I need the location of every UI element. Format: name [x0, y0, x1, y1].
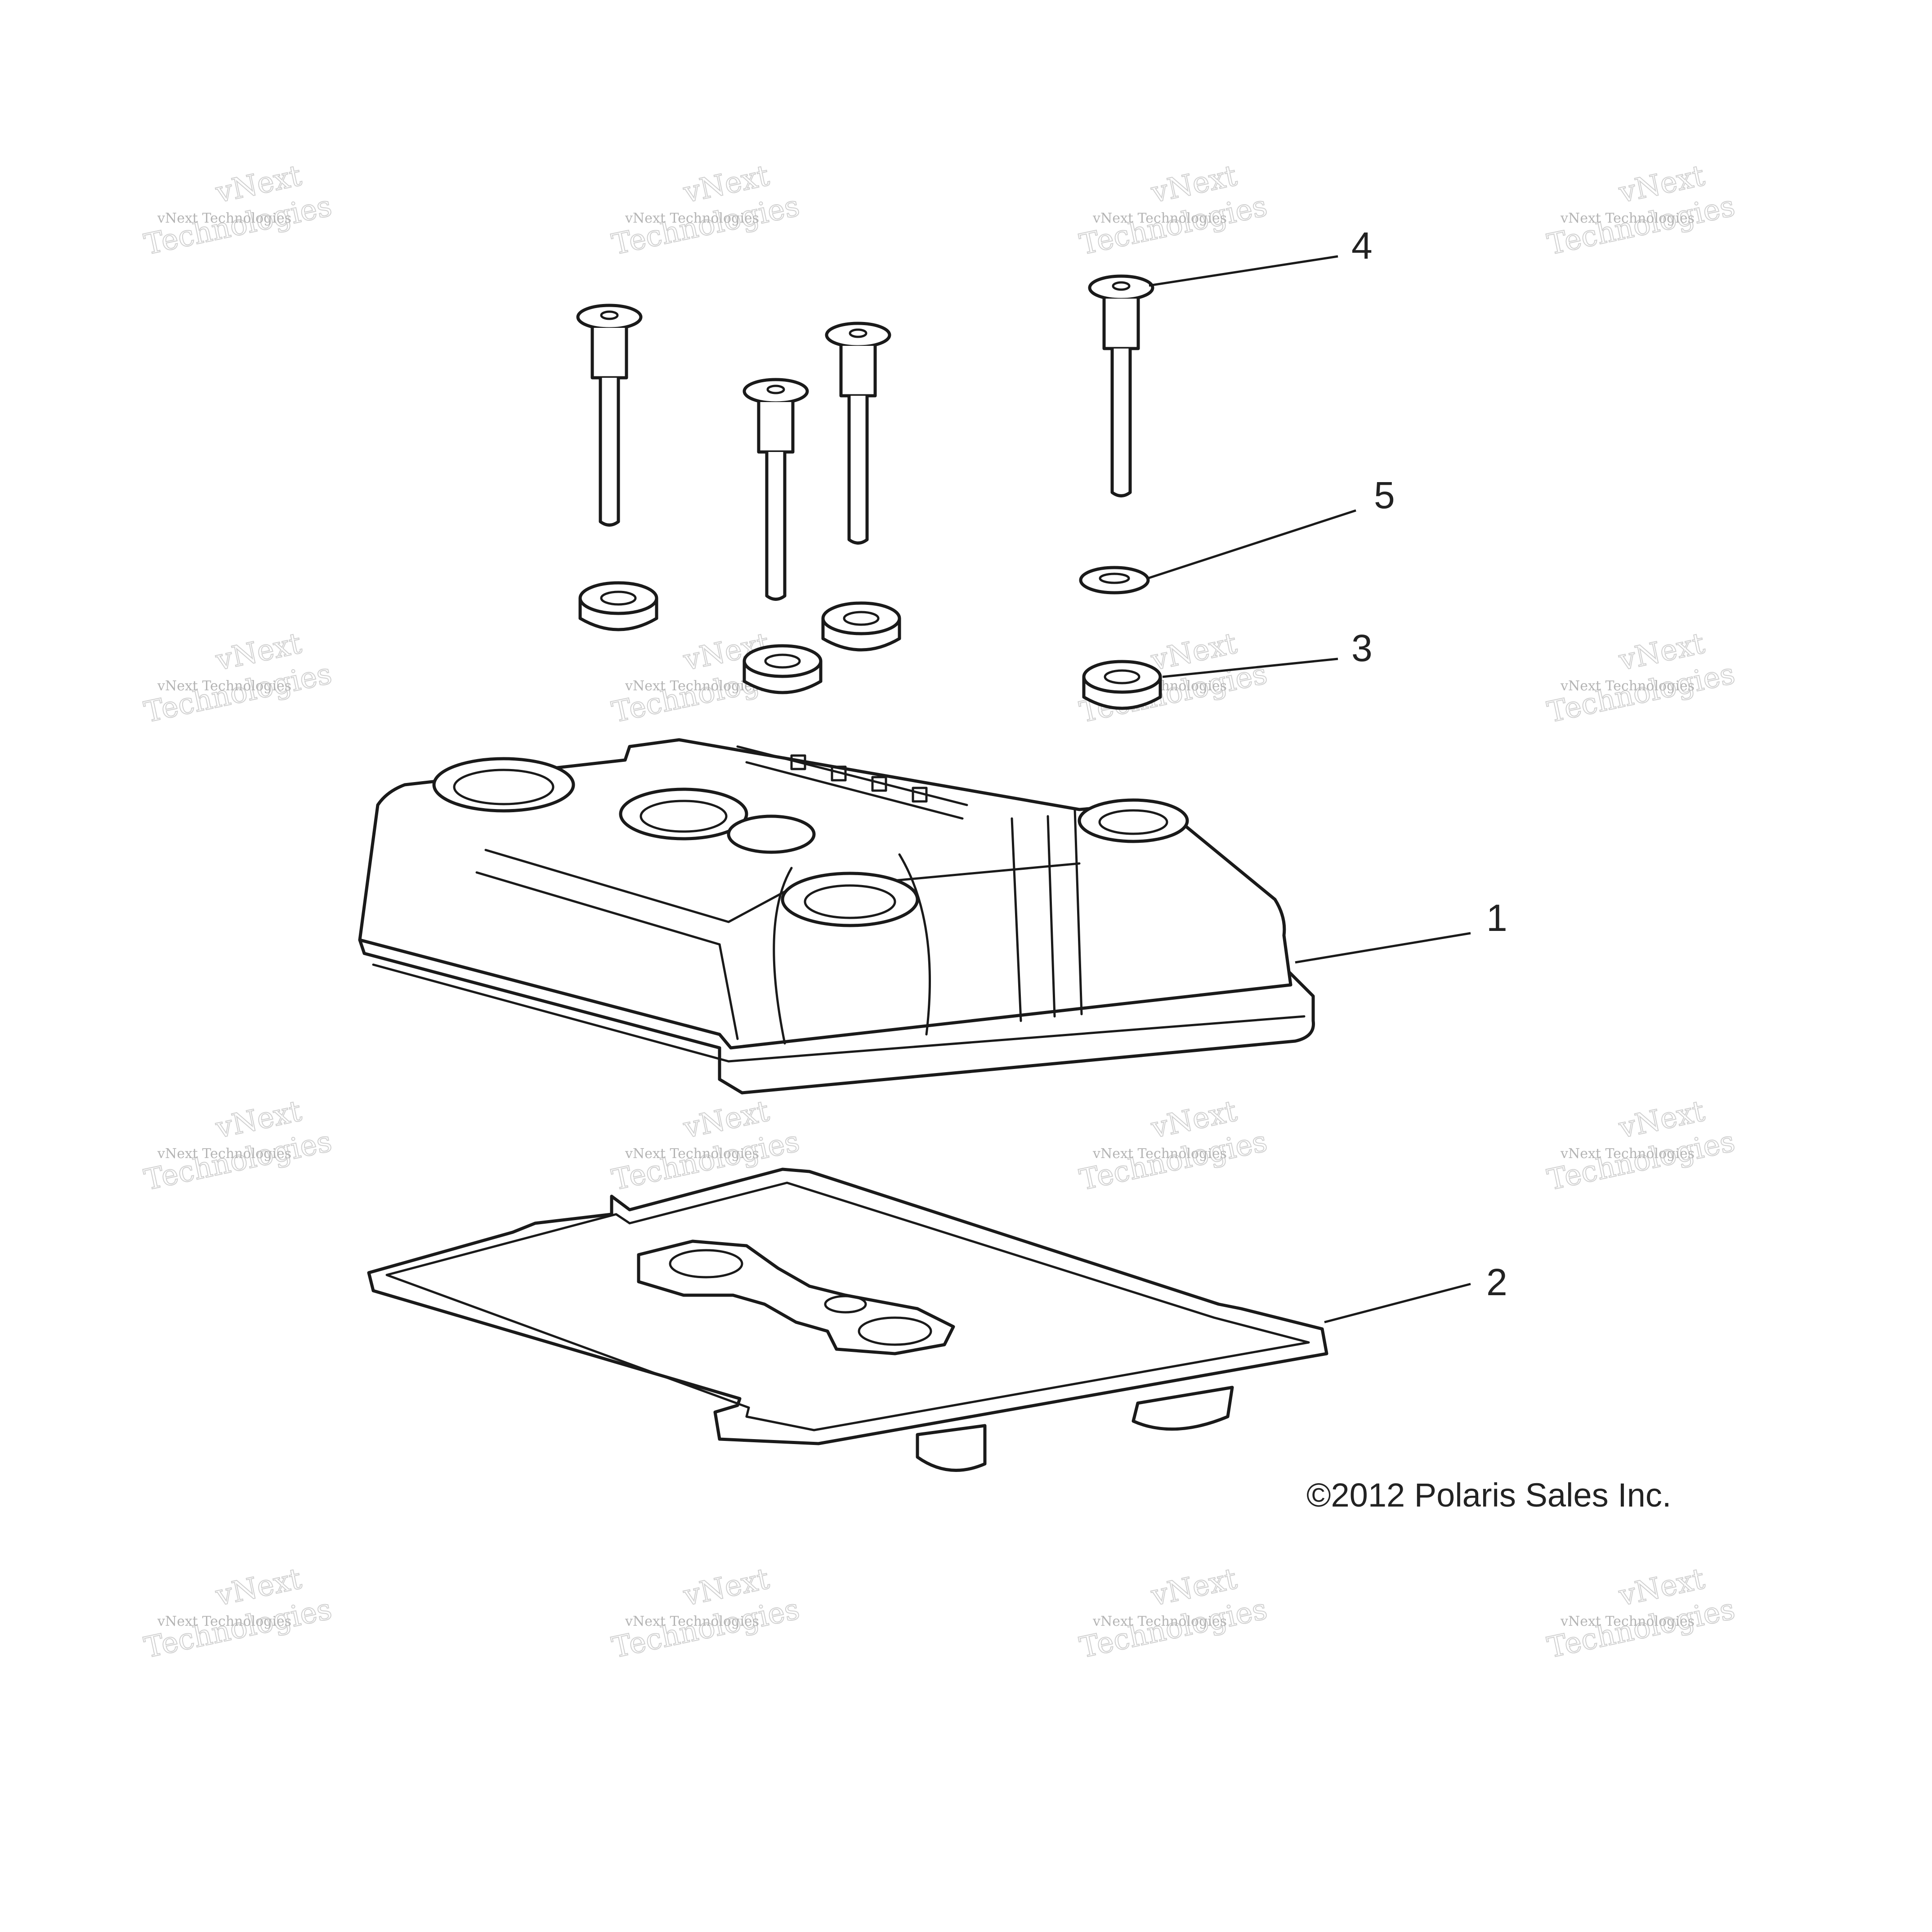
- svg-text:vNext Technologies: vNext Technologies: [625, 678, 759, 694]
- svg-text:vNext Technologies: vNext Technologies: [1092, 1146, 1227, 1162]
- svg-text:vNext Technologies: vNext Technologies: [1560, 678, 1695, 694]
- svg-text:vNext Technologies: vNext Technologies: [625, 1614, 759, 1629]
- svg-text:vNext Technologies: vNext Technologies: [157, 678, 291, 694]
- callout-1: 1: [1486, 897, 1507, 939]
- leader-lines: [1149, 255, 1471, 1324]
- rear-port: [1078, 798, 1189, 843]
- gasket-part-2: [367, 1167, 1328, 1472]
- svg-text:vNext Technologies: vNext Technologies: [625, 1146, 759, 1162]
- front-port: [781, 872, 919, 927]
- svg-text:vNext Technologies: vNext Technologies: [157, 1614, 291, 1629]
- svg-text:vNext Technologies: vNext Technologies: [1560, 1146, 1695, 1162]
- bolt-part-4: [576, 274, 1154, 601]
- svg-text:vNext Technologies: vNext Technologies: [625, 210, 759, 226]
- valve-cover-part-1: [358, 738, 1315, 1095]
- callout-5: 5: [1374, 474, 1395, 516]
- callout-labels: 1 2 3 4 5: [1351, 224, 1507, 1303]
- callout-3: 3: [1351, 627, 1373, 669]
- callout-4: 4: [1351, 224, 1373, 267]
- svg-text:vNext Technologies: vNext Technologies: [1560, 210, 1695, 226]
- oil-fill-port: [432, 757, 575, 813]
- svg-text:vNext Technologies: vNext Technologies: [157, 210, 291, 226]
- grommet-part-3: [578, 581, 1162, 710]
- copyright-notice: ©2012 Polaris Sales Inc.: [1306, 1476, 1671, 1514]
- callout-2: 2: [1486, 1261, 1507, 1303]
- svg-text:vNext Technologies: vNext Technologies: [1560, 1614, 1695, 1629]
- cast-logo-marks: [790, 754, 928, 803]
- svg-text:vNext Technologies: vNext Technologies: [1092, 1614, 1227, 1629]
- washer-part-5: [1079, 566, 1150, 595]
- svg-text:vNext Technologies: vNext Technologies: [1092, 210, 1227, 226]
- center-port: [619, 787, 748, 841]
- svg-text:vNext Technologies: vNext Technologies: [157, 1146, 291, 1162]
